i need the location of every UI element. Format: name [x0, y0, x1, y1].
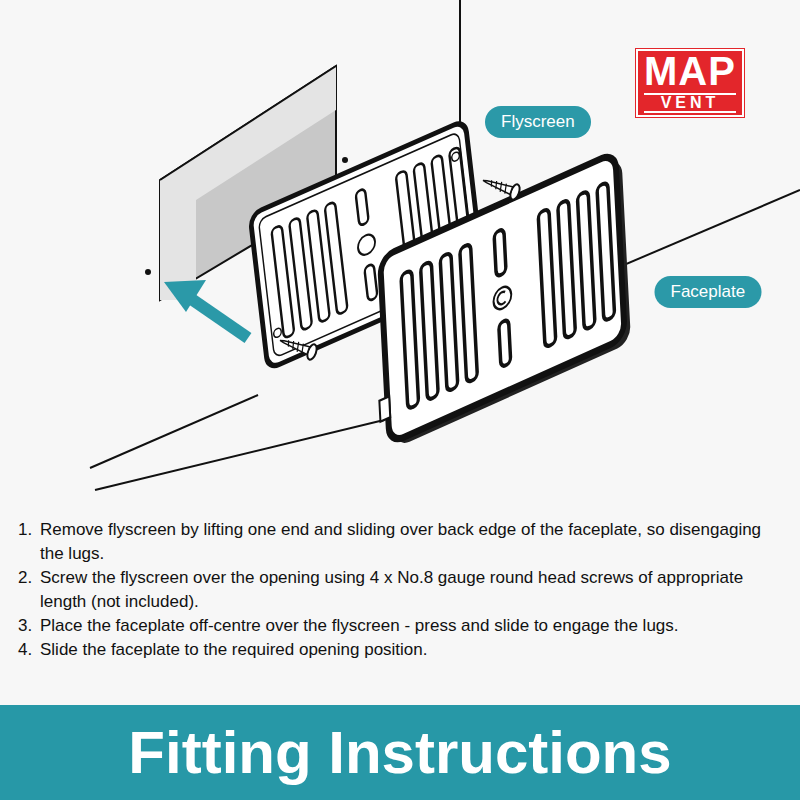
step-text: Screw the flyscreen over the opening usi… [40, 566, 768, 614]
screw [277, 333, 318, 361]
step-number: 3. [18, 614, 40, 638]
callout-tag: Faceplate [655, 276, 762, 308]
title: Fitting Instructions [128, 718, 671, 787]
step-number: 4. [18, 638, 40, 662]
step-number: 1. [18, 518, 40, 566]
faceplate-drawing [372, 150, 631, 454]
brand-logo: MAPVENT [636, 49, 744, 117]
instruction-list: 1.Remove flyscreen by lifting one end an… [18, 518, 768, 662]
node-text: MAP [644, 51, 736, 91]
instruction-step: 1.Remove flyscreen by lifting one end an… [18, 518, 768, 566]
screw [480, 173, 521, 201]
step-text: Place the faceplate off-centre over the … [40, 614, 768, 638]
instruction-step: 2.Screw the flyscreen over the opening u… [18, 566, 768, 614]
callout-tag: Flyscreen [485, 106, 591, 138]
instruction-step: 4.Slide the faceplate to the required op… [18, 638, 768, 662]
node-text: VENT [644, 93, 736, 113]
wall-lines [90, 0, 800, 490]
title-band: Fitting Instructions [0, 705, 800, 800]
node-text: Faceplate [671, 282, 746, 301]
step-text: Slide the faceplate to the required open… [40, 638, 768, 662]
instruction-step: 3.Place the faceplate off-centre over th… [18, 614, 768, 638]
node-text: Flyscreen [501, 112, 575, 131]
step-text: Remove flyscreen by lifting one end and … [40, 518, 768, 566]
fitting-arrow [164, 280, 248, 338]
step-number: 2. [18, 566, 40, 614]
